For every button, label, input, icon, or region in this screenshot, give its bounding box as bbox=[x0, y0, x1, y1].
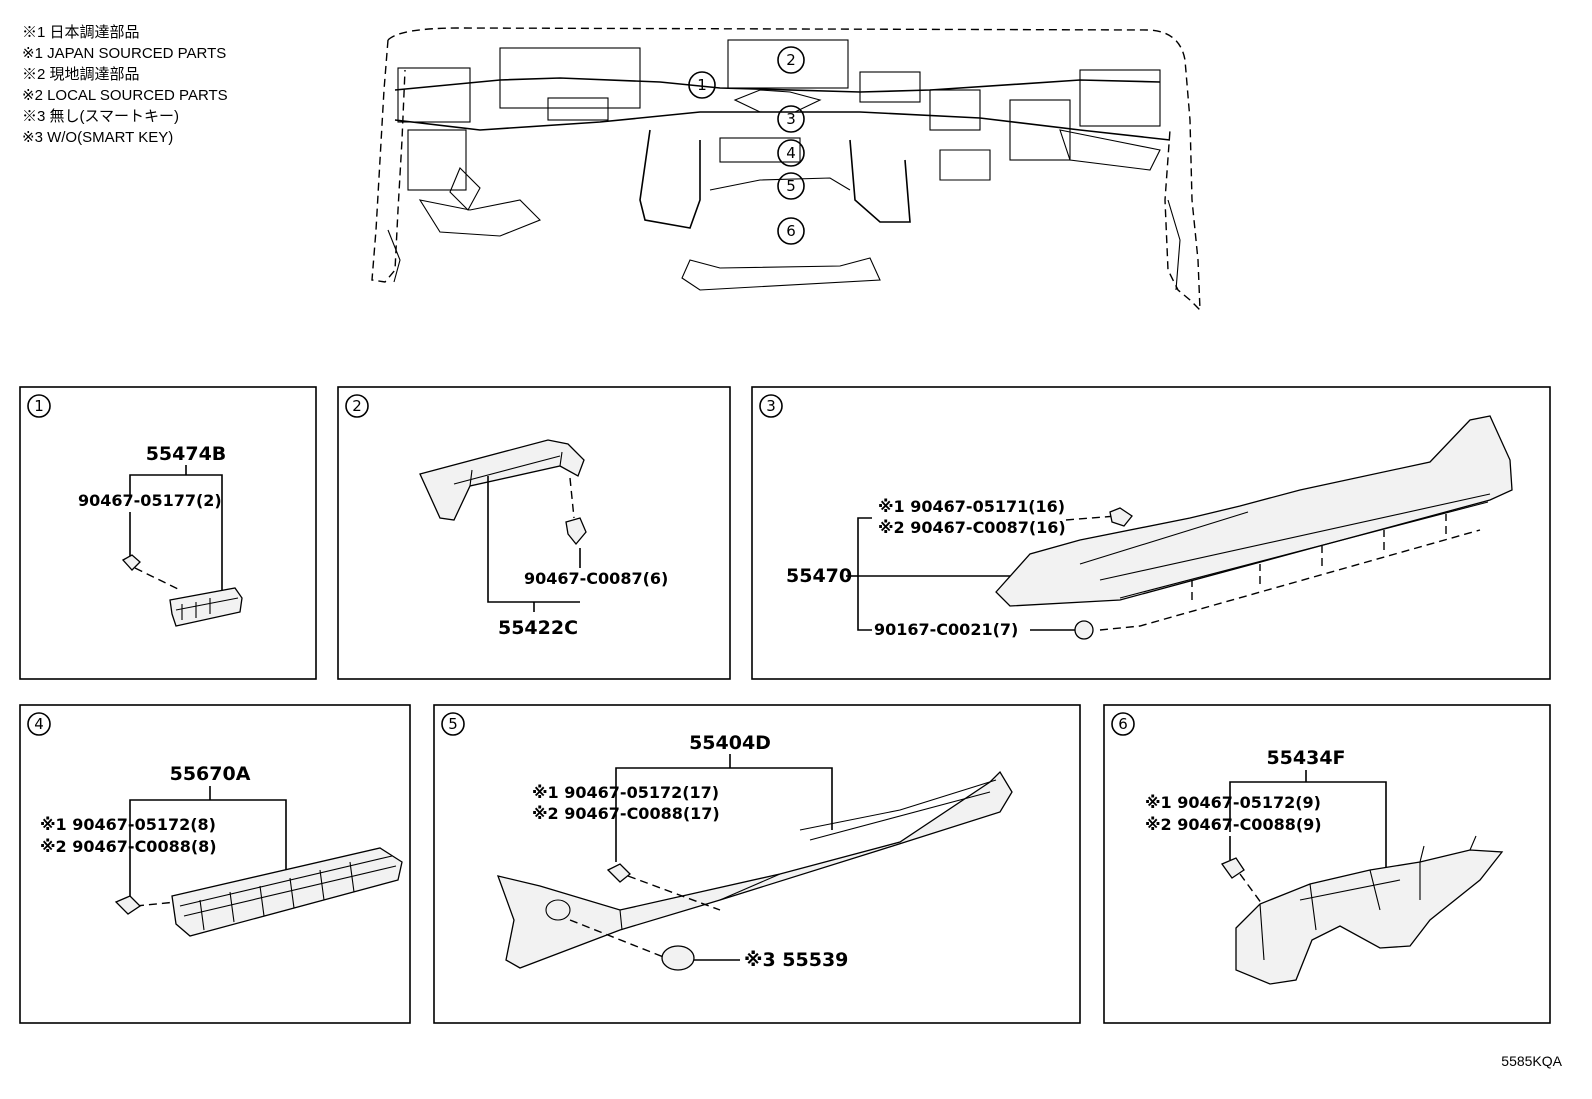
callout-label: 3 bbox=[786, 110, 796, 128]
part-number: 90467-C0087(6) bbox=[524, 569, 668, 588]
callout-label: 2 bbox=[786, 51, 796, 69]
legend-line: ※3 W/O(SMART KEY) bbox=[22, 129, 174, 146]
diagram-code: 5585KQA bbox=[1501, 1053, 1562, 1069]
part-number: ※2 90467-C0088(9) bbox=[1145, 815, 1322, 834]
fastener-part bbox=[1074, 620, 1094, 640]
clip-part bbox=[1109, 507, 1133, 527]
panel-5: 5 55404D ※1 90467-05172(17) ※2 90467-C00… bbox=[433, 704, 1081, 1024]
clip-part bbox=[121, 554, 141, 571]
part-number: ※1 90467-05172(8) bbox=[40, 815, 216, 834]
panel-3: 3 ※1 90467-05171(16) ※2 90467-C0087(16) … bbox=[751, 386, 1551, 680]
leader-line bbox=[1229, 781, 1387, 870]
callout-label: 5 bbox=[786, 177, 796, 195]
dashed-guide bbox=[569, 477, 575, 519]
dashed-guide bbox=[569, 875, 721, 959]
callout-label: 1 bbox=[697, 76, 707, 94]
panel-number: 4 bbox=[34, 715, 44, 733]
legend-line: ※2 LOCAL SOURCED PARTS bbox=[22, 87, 228, 104]
panel-number-circle bbox=[27, 712, 51, 736]
legend-line: ※1 JAPAN SOURCED PARTS bbox=[22, 45, 227, 62]
leader-line bbox=[615, 767, 833, 830]
opening bbox=[545, 899, 571, 921]
lower-panel-part bbox=[496, 770, 1013, 969]
part-number: ※1 90467-05172(9) bbox=[1145, 793, 1321, 812]
callout-circle-2 bbox=[777, 46, 805, 74]
part-number: 90167-C0021(7) bbox=[874, 620, 1018, 639]
panel-number-circle bbox=[1111, 712, 1135, 736]
callout-circle-4 bbox=[777, 139, 805, 167]
panel-number-circle bbox=[345, 394, 369, 418]
dashed-guide bbox=[1065, 515, 1117, 521]
panel-number-circle bbox=[441, 712, 465, 736]
part-number: 55434F bbox=[1266, 747, 1345, 769]
part-number: ※2 90467-C0088(17) bbox=[532, 804, 720, 823]
leader-line bbox=[129, 474, 223, 590]
dashed-guide bbox=[135, 901, 177, 907]
clip-part bbox=[1221, 857, 1245, 879]
part-number: 55422C bbox=[498, 617, 578, 639]
legend-line: ※1 日本調達部品 bbox=[22, 24, 140, 41]
panel-number-circle bbox=[759, 394, 783, 418]
legend-line: ※3 無し(スマートキー) bbox=[22, 108, 180, 125]
callout-circle-6 bbox=[777, 217, 805, 245]
panel-frame bbox=[433, 704, 1081, 1024]
dashboard-overview bbox=[371, 27, 1201, 312]
part-number: 55670A bbox=[170, 763, 251, 785]
legend: ※1 日本調達部品 ※1 JAPAN SOURCED PARTS ※2 現地調達… bbox=[22, 22, 228, 148]
clip-part bbox=[565, 517, 587, 546]
dashed-guide bbox=[1099, 514, 1481, 631]
panel-frame bbox=[1103, 704, 1551, 1024]
part-number: 55474B bbox=[146, 443, 227, 465]
legend-line: ※2 現地調達部品 bbox=[22, 66, 140, 83]
part-number: ※2 90467-C0088(8) bbox=[40, 837, 217, 856]
leader-line bbox=[857, 517, 872, 631]
callout-circle-5 bbox=[777, 172, 805, 200]
callout-circle-3 bbox=[777, 105, 805, 133]
callout-circle-1 bbox=[688, 71, 716, 99]
cover-part bbox=[419, 439, 585, 521]
overview-callouts: 1 2 3 4 5 6 bbox=[688, 46, 805, 245]
panel-number: 1 bbox=[34, 397, 44, 415]
dashed-guide bbox=[134, 567, 181, 591]
switch-part bbox=[661, 945, 695, 971]
panel-number: 6 bbox=[1118, 715, 1128, 733]
clip-part bbox=[606, 863, 631, 883]
trim-panel-part bbox=[995, 415, 1513, 607]
panel-6: 6 55434F ※1 90467-05172(9) ※2 90467-C008… bbox=[1103, 704, 1551, 1024]
part-number: ※2 90467-C0087(16) bbox=[878, 518, 1066, 537]
part-number: ※1 90467-05171(16) bbox=[878, 497, 1065, 516]
part-number: 55404D bbox=[689, 732, 771, 754]
panel-frame bbox=[751, 386, 1551, 680]
callout-label: 4 bbox=[786, 144, 796, 162]
part-number: ※3 55539 bbox=[744, 949, 848, 971]
panel-number: 3 bbox=[766, 397, 776, 415]
panel-frame bbox=[19, 386, 317, 680]
part-number: 55470 bbox=[786, 565, 852, 587]
panel-4: 4 55670A ※1 90467-05172(8) ※2 90467-C008… bbox=[19, 704, 411, 1024]
clip-part bbox=[114, 895, 142, 915]
panel-number: 2 bbox=[352, 397, 362, 415]
panel-number-circle bbox=[27, 394, 51, 418]
bracket-assembly-part bbox=[1235, 849, 1504, 985]
bracket-part bbox=[169, 587, 243, 627]
panel-frame bbox=[19, 704, 411, 1024]
leader-line bbox=[487, 476, 580, 603]
panel-2: 2 90467-C0087(6) 55422C bbox=[337, 386, 731, 680]
callout-label: 6 bbox=[786, 222, 796, 240]
panel-frame bbox=[337, 386, 731, 680]
dashed-guide bbox=[1239, 873, 1263, 905]
panel-number: 5 bbox=[448, 715, 458, 733]
part-number: ※1 90467-05172(17) bbox=[532, 783, 719, 802]
panel-1: 1 55474B 90467-05177(2) bbox=[19, 386, 317, 680]
leader-line bbox=[129, 799, 287, 870]
part-number: 90467-05177(2) bbox=[78, 491, 222, 510]
